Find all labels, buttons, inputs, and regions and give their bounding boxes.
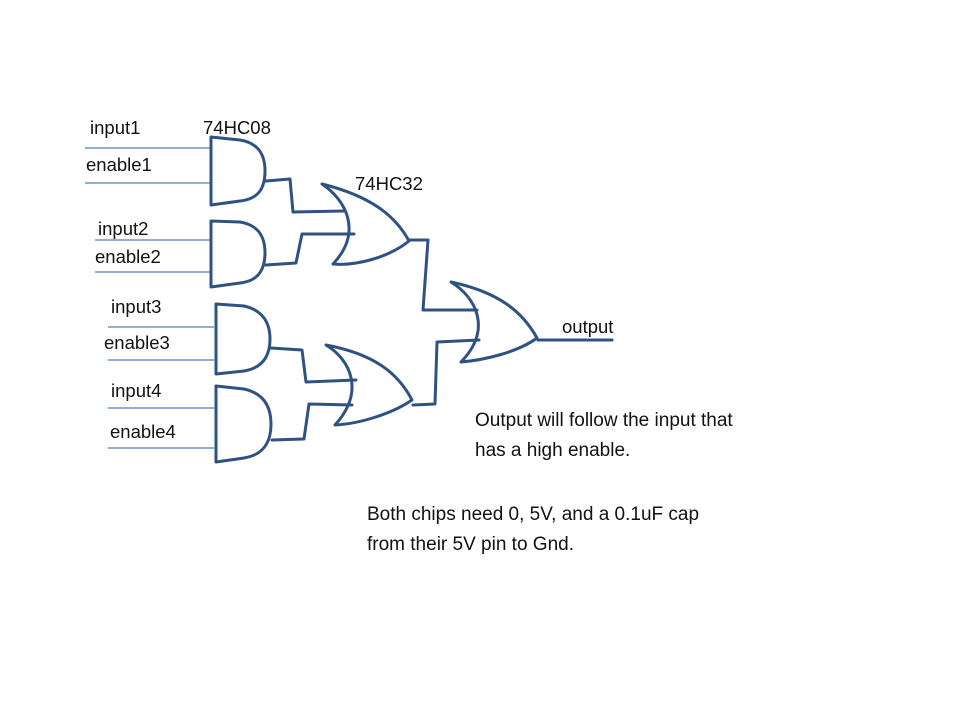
wire-and4-to-or2 — [270, 402, 354, 442]
note-output-follows: Output will follow the input that has a … — [475, 406, 733, 466]
label-input1: input1 — [90, 117, 140, 138]
label-output: output — [562, 316, 613, 337]
and-gate-3 — [214, 302, 272, 376]
wire-or1-to-final — [408, 238, 479, 312]
labels: input1 74HC08 enable1 74HC32 input2 enab… — [86, 117, 613, 442]
input-lines — [85, 147, 214, 449]
note-chip-power: Both chips need 0, 5V, and a 0.1uF cap f… — [367, 500, 699, 560]
label-input4: input4 — [111, 380, 161, 401]
wire-and2-to-or1 — [264, 232, 356, 267]
note-chip-power-line1: Both chips need 0, 5V, and a 0.1uF cap — [367, 504, 700, 525]
or-gate-1 — [320, 182, 411, 266]
wire-and1-to-or1 — [264, 177, 346, 214]
and-gate-1 — [209, 135, 267, 207]
label-input2: input2 — [98, 218, 148, 239]
label-and-chip: 74HC08 — [203, 117, 271, 138]
or-gate-final — [449, 280, 539, 364]
label-enable3: enable3 — [104, 332, 170, 353]
label-or-chip: 74HC32 — [355, 173, 423, 194]
label-input3: input3 — [111, 296, 161, 317]
wire-and3-to-or2 — [269, 346, 358, 384]
or-gate-2 — [324, 343, 414, 427]
label-enable1: enable1 — [86, 154, 152, 175]
label-enable2: enable2 — [95, 246, 161, 267]
note-chip-power-line2: from their 5V pin to Gnd. — [367, 534, 574, 555]
and-gate-2 — [209, 219, 267, 289]
wires — [264, 177, 614, 442]
note-output-follows-line2: has a high enable. — [475, 440, 631, 461]
and-gate-4 — [214, 384, 273, 464]
wire-or2-to-final — [411, 338, 481, 407]
note-output-follows-line1: Output will follow the input that — [475, 410, 733, 431]
label-enable4: enable4 — [110, 421, 176, 442]
